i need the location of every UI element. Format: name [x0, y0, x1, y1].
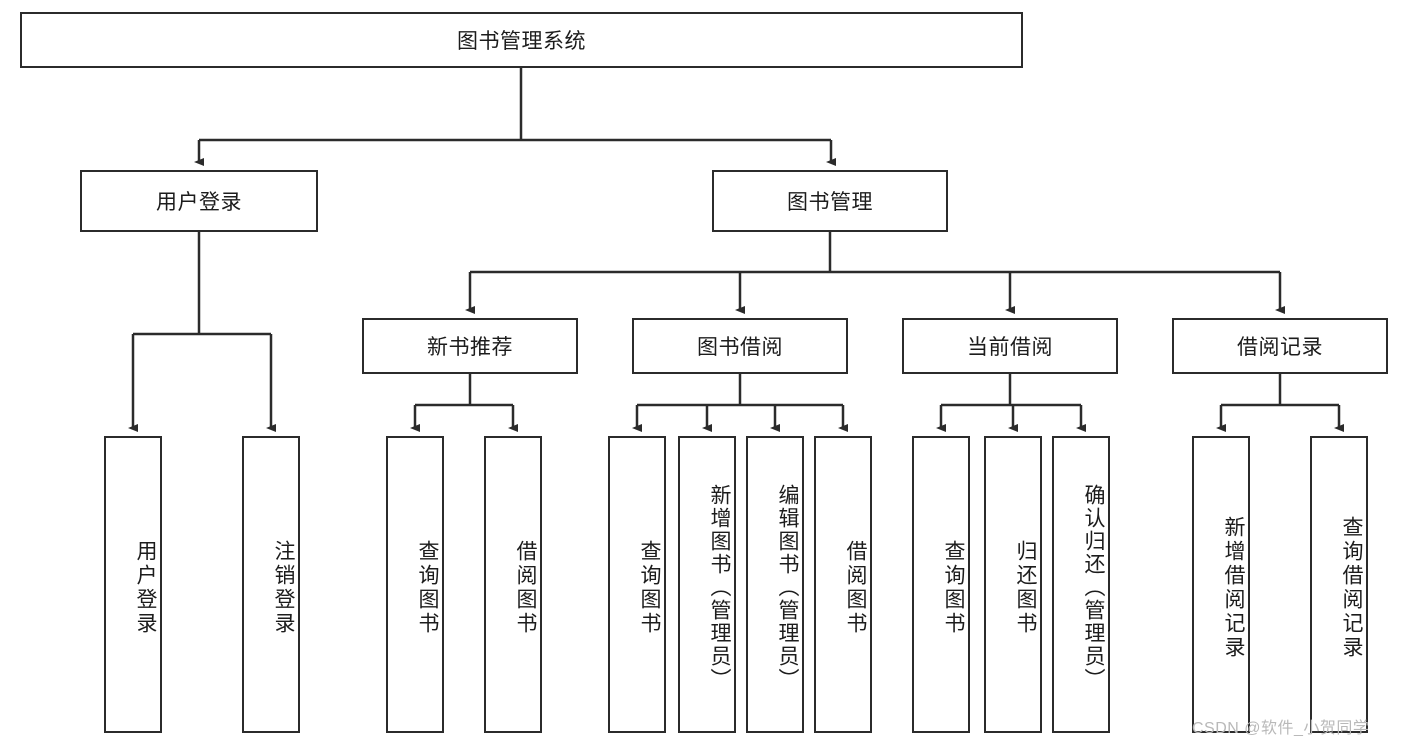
node-book-borrow-label: 图书借阅 — [697, 336, 783, 359]
node-leaf-confirm-return-admin[interactable]: 确认归还（管理员） — [1052, 436, 1110, 733]
node-borrow-record[interactable]: 借阅记录 — [1172, 318, 1388, 374]
node-leaf-confirm-return-admin-label: 确认归还（管理员） — [1082, 484, 1105, 691]
node-leaf-query-book-2-label: 查询图书 — [638, 539, 661, 636]
node-leaf-query-book-1-label: 查询图书 — [416, 539, 439, 636]
node-leaf-user-logout[interactable]: 注销登录 — [242, 436, 300, 733]
node-new-book-recommend-label: 新书推荐 — [427, 336, 513, 359]
node-book-manage-label: 图书管理 — [787, 191, 873, 214]
node-user-login-label: 用户登录 — [156, 191, 242, 214]
node-leaf-return-book-label: 归还图书 — [1014, 539, 1037, 636]
node-leaf-user-login-label: 用户登录 — [134, 539, 157, 636]
node-borrow-record-label: 借阅记录 — [1237, 336, 1323, 359]
node-leaf-add-borrow-record[interactable]: 新增借阅记录 — [1192, 436, 1250, 733]
node-leaf-query-book-1[interactable]: 查询图书 — [386, 436, 444, 733]
node-leaf-query-borrow-record-label: 查询借阅记录 — [1340, 515, 1363, 660]
node-leaf-borrow-book-1[interactable]: 借阅图书 — [484, 436, 542, 733]
node-leaf-edit-book-admin-label: 编辑图书（管理员） — [776, 484, 799, 691]
node-book-manage[interactable]: 图书管理 — [712, 170, 948, 232]
node-root-label: 图书管理系统 — [457, 30, 586, 53]
node-user-login[interactable]: 用户登录 — [80, 170, 318, 232]
node-leaf-add-borrow-record-label: 新增借阅记录 — [1222, 515, 1245, 660]
node-book-borrow[interactable]: 图书借阅 — [632, 318, 848, 374]
node-leaf-query-borrow-record[interactable]: 查询借阅记录 — [1310, 436, 1368, 733]
node-leaf-borrow-book-2[interactable]: 借阅图书 — [814, 436, 872, 733]
node-leaf-borrow-book-1-label: 借阅图书 — [514, 539, 537, 636]
node-leaf-user-login[interactable]: 用户登录 — [104, 436, 162, 733]
node-leaf-query-book-3[interactable]: 查询图书 — [912, 436, 970, 733]
node-new-book-recommend[interactable]: 新书推荐 — [362, 318, 578, 374]
node-current-borrow-label: 当前借阅 — [967, 336, 1053, 359]
node-current-borrow[interactable]: 当前借阅 — [902, 318, 1118, 374]
node-root-system[interactable]: 图书管理系统 — [20, 12, 1023, 68]
node-leaf-query-book-2[interactable]: 查询图书 — [608, 436, 666, 733]
csdn-watermark: CSDN @软件_小贺同学 — [1192, 720, 1370, 737]
node-leaf-borrow-book-2-label: 借阅图书 — [844, 539, 867, 636]
node-leaf-edit-book-admin[interactable]: 编辑图书（管理员） — [746, 436, 804, 733]
node-leaf-add-book-admin-label: 新增图书（管理员） — [708, 484, 731, 691]
node-leaf-user-logout-label: 注销登录 — [272, 539, 295, 636]
node-leaf-add-book-admin[interactable]: 新增图书（管理员） — [678, 436, 736, 733]
node-leaf-query-book-3-label: 查询图书 — [942, 539, 965, 636]
node-leaf-return-book[interactable]: 归还图书 — [984, 436, 1042, 733]
